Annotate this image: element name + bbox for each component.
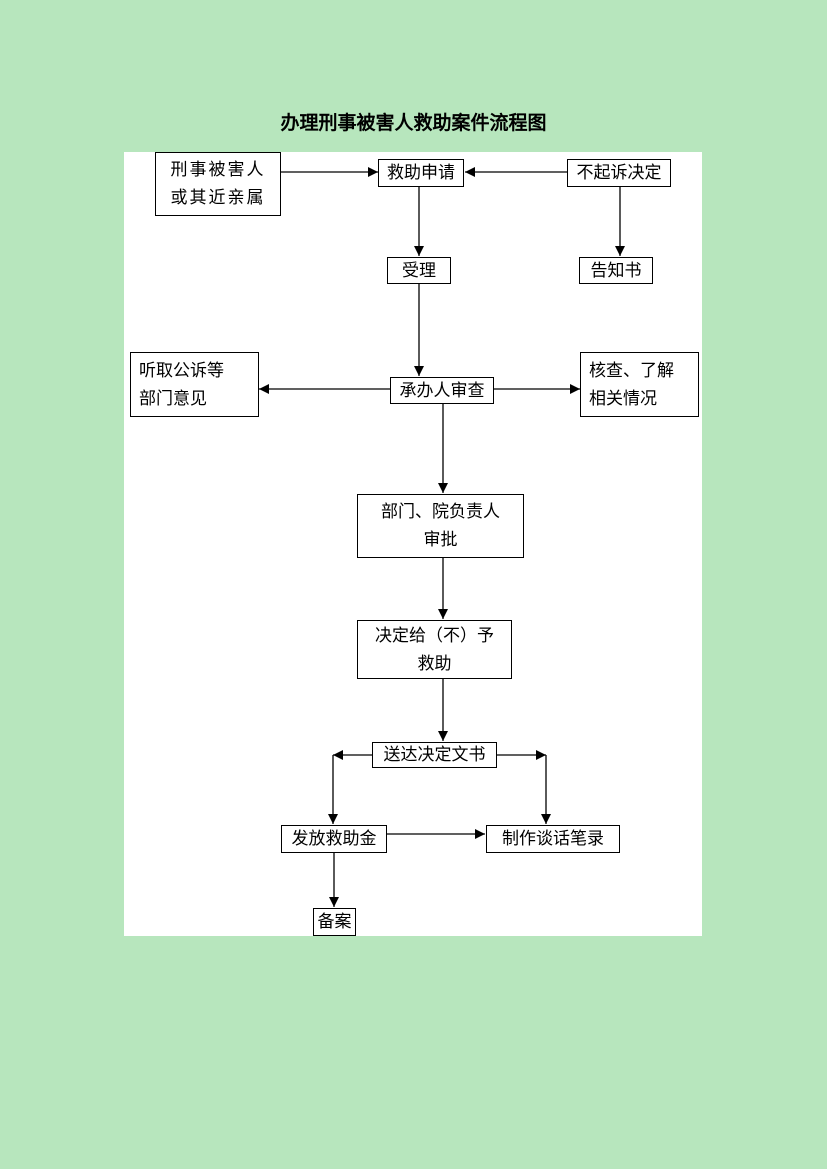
node-approve: 部门、院负责人 审批 — [357, 494, 524, 558]
node-hear-opinion: 听取公诉等 部门意见 — [130, 352, 259, 417]
node-approve-line-2: 审批 — [423, 530, 458, 550]
node-review-label: 承办人审查 — [399, 380, 485, 401]
node-accept-label: 受理 — [402, 260, 436, 281]
node-verify-line-1: 核查、了解 — [589, 360, 674, 381]
page-title: 办理刑事被害人救助案件流程图 — [280, 112, 547, 134]
node-deliver-label: 送达决定文书 — [383, 745, 486, 765]
node-decide-line-2: 救助 — [417, 653, 452, 674]
node-accept: 受理 — [387, 257, 451, 284]
node-record-label: 制作谈话笔录 — [502, 829, 604, 849]
node-not-prosecute: 不起诉决定 — [567, 159, 671, 187]
node-file-label: 备案 — [317, 912, 352, 932]
node-hear-opinion-line-2: 部门意见 — [139, 388, 207, 409]
node-decide-line-1: 决定给（不）予 — [375, 625, 494, 646]
node-victim-line-2: 或其近亲属 — [170, 188, 266, 208]
node-review: 承办人审查 — [390, 377, 494, 404]
node-notice: 告知书 — [579, 257, 653, 284]
node-record: 制作谈话笔录 — [486, 825, 620, 853]
node-hear-opinion-line-1: 听取公诉等 — [139, 360, 224, 381]
node-file: 备案 — [313, 908, 356, 936]
node-pay: 发放救助金 — [281, 825, 387, 853]
node-apply-label: 救助申请 — [387, 163, 455, 183]
node-approve-line-1: 部门、院负责人 — [381, 502, 500, 522]
node-deliver: 送达决定文书 — [372, 742, 497, 768]
node-apply: 救助申请 — [378, 159, 464, 187]
node-victim: 刑事被害人 或其近亲属 — [155, 152, 281, 216]
node-not-prosecute-label: 不起诉决定 — [576, 163, 662, 183]
node-decide: 决定给（不）予 救助 — [357, 620, 512, 679]
node-verify: 核查、了解 相关情况 — [580, 352, 699, 417]
node-notice-label: 告知书 — [590, 260, 642, 281]
node-verify-line-2: 相关情况 — [589, 388, 657, 409]
node-victim-line-1: 刑事被害人 — [170, 160, 266, 180]
node-pay-label: 发放救助金 — [291, 829, 377, 849]
